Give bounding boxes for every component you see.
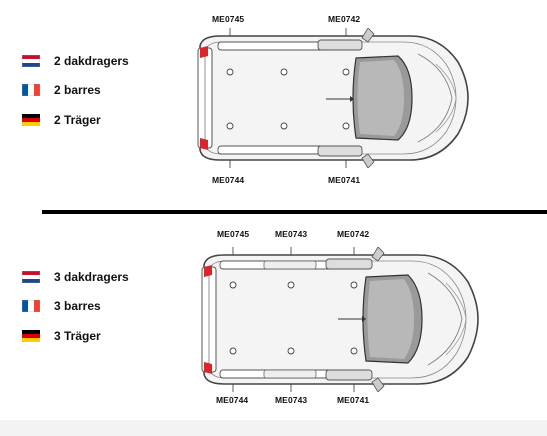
legend-label: 2 barres — [54, 83, 101, 97]
part-code-bottom-right: ME0741 — [337, 395, 370, 405]
legend-item-netherlands: 2 dakdragers — [22, 53, 129, 69]
part-code-bottom-mid: ME0743 — [275, 395, 308, 405]
legend-label: 3 barres — [54, 299, 101, 313]
van-top-view-diagram — [201, 247, 479, 392]
flag-netherlands-icon — [22, 55, 40, 67]
flag-germany-icon — [22, 330, 40, 342]
legend-label: 3 dakdragers — [54, 270, 129, 284]
part-code-top-mid: ME0743 — [275, 229, 308, 239]
legend-label: 3 Träger — [54, 329, 101, 343]
van-top-view-diagram — [197, 28, 469, 168]
legend-item-france: 3 barres — [22, 298, 101, 314]
flag-netherlands-icon — [22, 271, 40, 283]
flag-germany-icon — [22, 114, 40, 126]
part-code-bottom-right: ME0741 — [328, 175, 361, 185]
footer-strip — [0, 420, 547, 436]
flag-france-icon — [22, 300, 40, 312]
flag-france-icon — [22, 84, 40, 96]
section-divider — [42, 210, 547, 214]
legend-item-germany: 2 Träger — [22, 112, 101, 128]
part-code-top-right: ME0742 — [328, 14, 361, 24]
legend-item-france: 2 barres — [22, 82, 101, 98]
part-code-bottom-left: ME0744 — [212, 175, 245, 185]
legend-item-netherlands: 3 dakdragers — [22, 269, 129, 285]
two-bar-panel: 2 dakdragers 2 barres 2 Träger ME0745 ME… — [0, 0, 547, 210]
legend-item-germany: 3 Träger — [22, 328, 101, 344]
part-code-top-left: ME0745 — [217, 229, 250, 239]
legend-label: 2 dakdragers — [54, 54, 129, 68]
legend-label: 2 Träger — [54, 113, 101, 127]
part-code-top-left: ME0745 — [212, 14, 245, 24]
part-code-top-right: ME0742 — [337, 229, 370, 239]
part-code-bottom-left: ME0744 — [216, 395, 249, 405]
three-bar-panel: 3 dakdragers 3 barres 3 Träger ME0745 ME… — [0, 215, 547, 436]
